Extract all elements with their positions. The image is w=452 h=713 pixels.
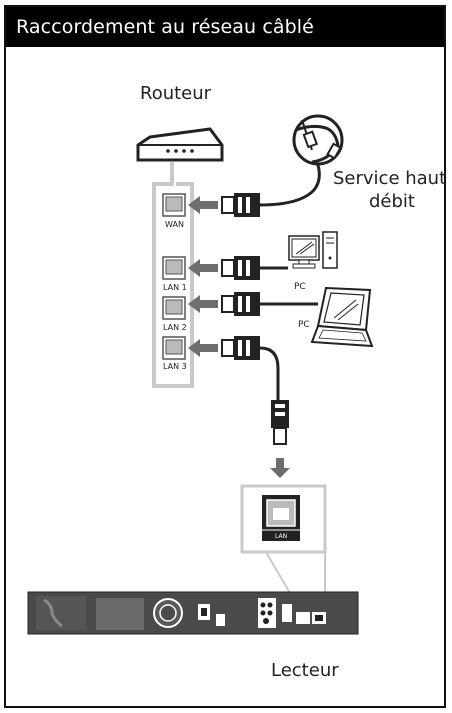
plug-lan3: [221, 336, 260, 360]
player-label: Lecteur: [271, 660, 339, 681]
service-label-line1: Service haut: [333, 168, 447, 189]
wan-port-label: WAN: [165, 220, 184, 229]
arrow-wan: [188, 196, 218, 214]
lan3-port-icon: [162, 336, 186, 360]
router-icon: [136, 127, 224, 162]
lan1-port-label: LAN 1: [163, 283, 187, 292]
router-label: Routeur: [140, 83, 212, 104]
laptop-icon: [310, 286, 374, 348]
desktop-pc-icon: [288, 231, 338, 269]
page-frame: Raccordement au réseau câblé: [4, 5, 446, 708]
cable-lan3: [259, 346, 280, 400]
cable-wan: [259, 164, 321, 207]
plug-lan2: [221, 292, 260, 316]
arrow-down: [270, 458, 290, 478]
plug-wan: [221, 193, 260, 217]
plug-vertical: [271, 400, 289, 445]
section-header: Raccordement au réseau câblé: [6, 7, 444, 47]
section-title: Raccordement au réseau câblé: [16, 16, 314, 38]
plug-lan1: [221, 256, 260, 280]
pc-desktop-label: PC: [294, 282, 306, 292]
arrow-lan1: [188, 259, 218, 277]
globe-icon: [292, 114, 344, 166]
service-label-line2: débit: [369, 191, 415, 212]
lan3-port-label: LAN 3: [163, 362, 187, 371]
lan2-port-label: LAN 2: [163, 323, 187, 332]
lan2-port-icon: [162, 296, 186, 320]
pc-laptop-label: PC: [298, 320, 310, 330]
arrow-lan2: [188, 295, 218, 313]
wan-port-icon: [162, 193, 186, 217]
arrow-lan3: [188, 339, 218, 357]
lan1-port-icon: [162, 256, 186, 280]
player-lan-zoom: [240, 484, 327, 554]
router-port-panel: [152, 162, 194, 388]
player-device: [27, 591, 359, 635]
player-lan-port-label: LAN: [275, 533, 288, 540]
